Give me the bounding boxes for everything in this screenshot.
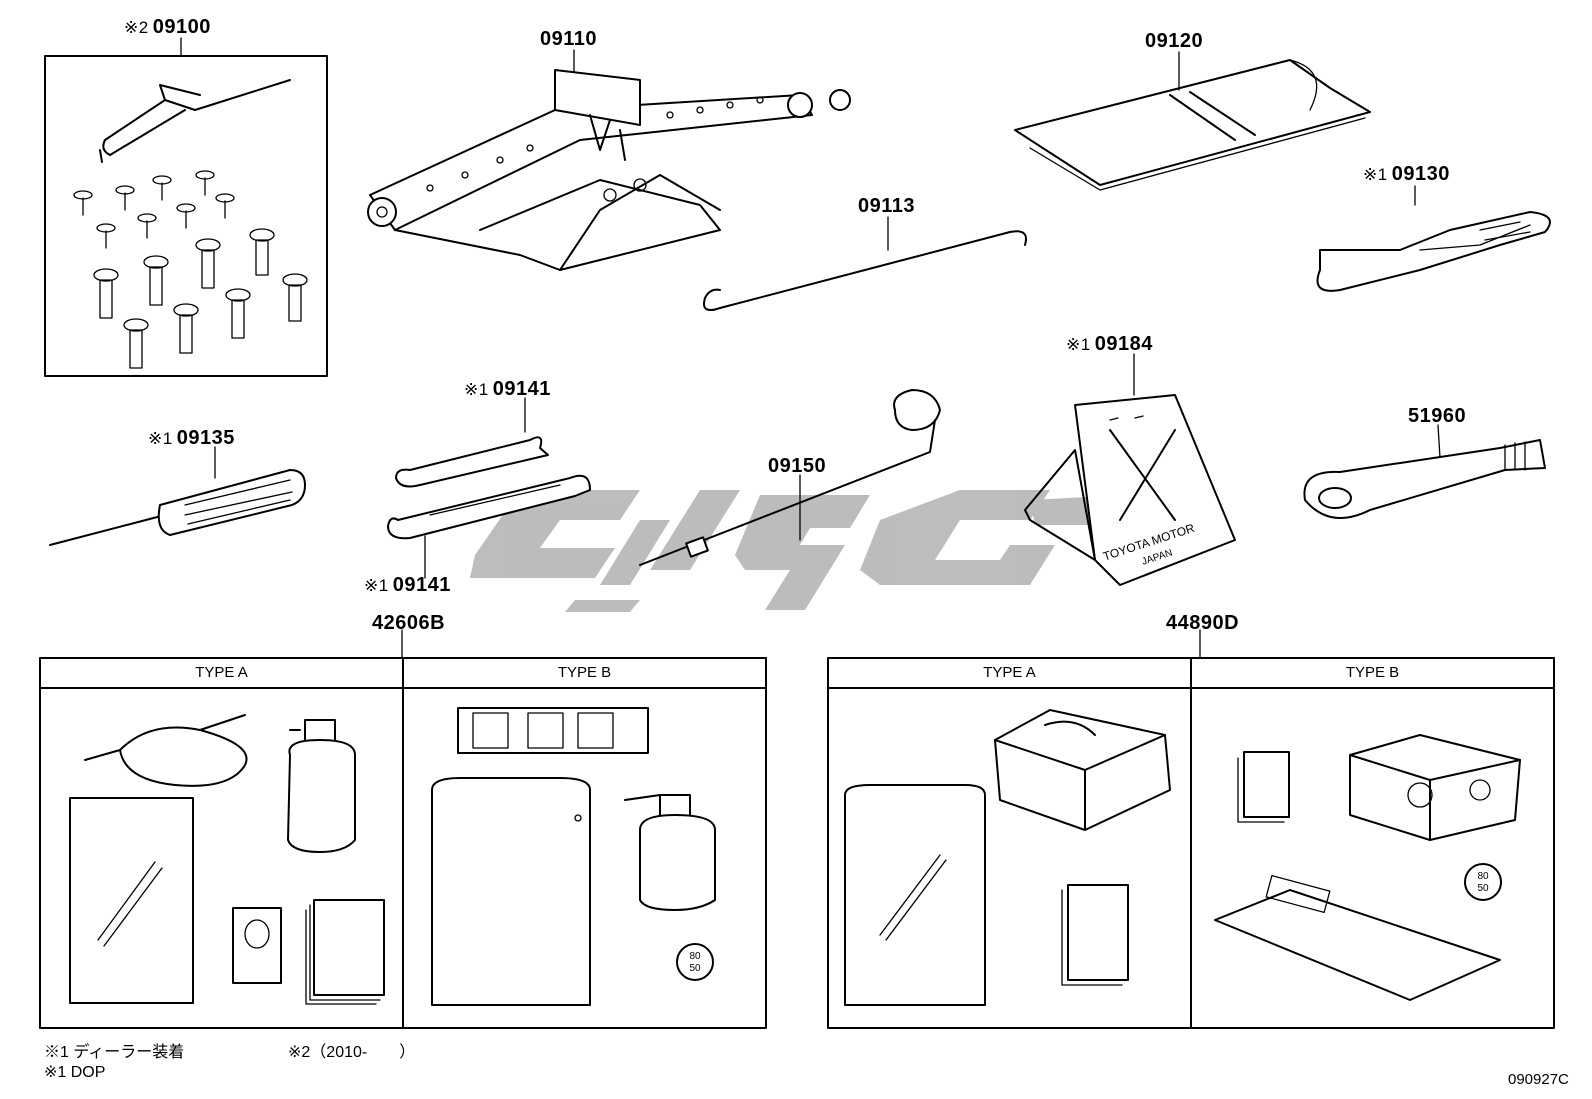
part-code: 09120 [1145,30,1204,52]
towing-eye-illustration [1303,439,1546,519]
gauge-label-top-right: 80 [1477,871,1489,882]
gauge-label-bottom-right: 50 [1477,883,1489,894]
kit-42606B-table [39,657,767,1029]
gauge-labels: 80 50 80 50 [689,871,1489,974]
part-code: 09130 [1391,163,1450,185]
watermark-logo [470,490,1125,612]
part-label-51960: 51960 [1408,405,1466,428]
part-mark: ※1 [1363,165,1388,184]
pliers-illustration [1316,211,1551,292]
part-mark: ※1 [364,576,389,595]
kit-44890D-table [827,657,1555,1029]
right-type-b-header: TYPE B [1345,664,1400,681]
part-label-44890D: 44890D [1166,612,1239,635]
leader-lines [180,37,1441,659]
part-code: 09110 [540,28,598,50]
part-code: 09150 [768,455,827,477]
diagram-code: 090927C [1508,1071,1569,1088]
part-mark: ※1 [464,380,489,399]
part-mark: ※1 [1066,335,1091,354]
part-code: 09141 [492,378,551,400]
part-code: 44890D [1166,612,1240,634]
part-label-09110: 09110 [540,28,597,51]
footnote-dealer-installed: ※1 ディーラー装着 [44,1044,185,1061]
scissor-jack-illustration [367,69,851,271]
bolt-kit-illustration [44,55,328,377]
tool-bag-illustration [1014,59,1371,191]
left-type-a-header: TYPE A [195,664,248,681]
wrenches-illustration [387,436,591,540]
screwdriver-illustration [49,469,306,546]
jack-handle-rod-illustration [703,230,1027,311]
part-label-09120: 09120 [1145,30,1203,53]
part-mark: ※1 [148,429,173,448]
part-code: 09184 [1094,333,1153,355]
lug-wrench-illustration [639,389,941,566]
footnote-year-range: ※2（2010- ） [288,1044,416,1061]
part-code: 09100 [152,16,211,38]
part-label-42606B: 42606B [372,612,445,635]
part-label-09113: 09113 [858,195,915,218]
part-code: 42606B [372,612,446,634]
part-code: 09141 [392,574,451,596]
part-mark: ※2 [124,18,149,37]
left-type-b-header: TYPE B [557,664,612,681]
gauge-label-top-left: 80 [689,951,701,962]
part-code: 09113 [858,195,916,217]
wheel-chock-illustration: TOYOTA MOTOR JAPAN [1024,394,1236,586]
footnote-dop: ※1 DOP [44,1064,106,1081]
part-code: 51960 [1408,405,1467,427]
gauge-label-bottom-left: 50 [689,963,701,974]
part-code: 09135 [176,427,235,449]
part-label-09150: 09150 [768,455,826,478]
right-type-a-header: TYPE A [983,664,1036,681]
